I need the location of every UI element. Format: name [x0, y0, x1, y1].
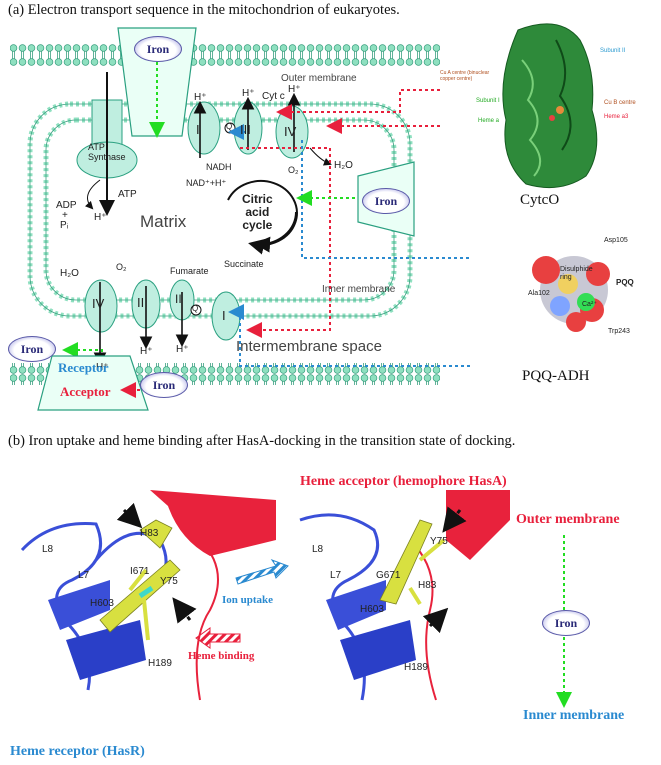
pqq-disulphide: Disulphide ring [560, 266, 593, 281]
pqq-name: PQQ-ADH [522, 368, 590, 384]
right-res-h603: H603 [360, 604, 384, 615]
citric-cycle [227, 180, 298, 255]
acceptor-label: Acceptor [60, 384, 111, 399]
receptor-label: Receptor [58, 360, 109, 375]
blue-dotted-arrows [228, 124, 470, 367]
atp-label: ATP [118, 189, 137, 200]
cytc-label: Cyt c [262, 91, 285, 102]
complex-I-top-label: I [196, 122, 200, 137]
right-res-g671: G671 [376, 570, 401, 581]
complex-IV-bottom [84, 279, 118, 366]
cytco-cub: Cu B centre [604, 100, 636, 106]
structure-right [292, 490, 510, 705]
red-dotted-arrows [240, 89, 440, 338]
left-res-h189: H189 [148, 658, 172, 669]
panel-b-outer-membrane: Outer membrane [516, 512, 620, 527]
right-res-y75: Y75 [430, 536, 448, 547]
h2o-top-label: H₂O [334, 160, 353, 171]
complex-II-bottom-label: II [175, 292, 182, 306]
cytco-structure [502, 23, 598, 189]
nad-label: NAD⁺+H⁺ [186, 178, 227, 188]
pqq-ca: Ca²⁺ [582, 301, 597, 308]
o2-bottom-label: O₂ [116, 262, 127, 272]
outer-membrane-top [10, 44, 440, 66]
q-top-label: Q [226, 122, 233, 131]
structure-left [8, 490, 278, 705]
h2o-bottom-label: H₂O [60, 268, 79, 279]
heme-binding-label: Heme binding [188, 650, 255, 662]
pqq-trp243: Trp243 [608, 328, 630, 335]
complex-IV-bottom-label: IV [92, 296, 105, 311]
left-res-y75: Y75 [160, 576, 178, 587]
matrix-label: Matrix [140, 212, 187, 231]
iron-oval-right: Iron [362, 188, 410, 214]
cytco-name: CytcO [520, 192, 560, 208]
q-bottom-label: Q [192, 304, 199, 313]
hplus-III-bottom: H⁺ [140, 346, 153, 357]
left-res-i671: I671 [130, 566, 150, 577]
complex-II-bottom [169, 279, 202, 348]
atp-synthase-label: ATP Synthase [88, 142, 126, 162]
cytco-heme-a3: Heme a3 [604, 114, 629, 120]
fumarate-label: Fumarate [170, 266, 209, 276]
heme-receptor-label: Heme receptor (HasR) [10, 744, 145, 759]
ion-uptake-label: Ion uptake [222, 594, 274, 606]
atp-synthase [76, 72, 138, 216]
complex-III-top-label: III [240, 122, 251, 137]
iron-oval-top: Iron [134, 36, 182, 62]
cytco-heme-a: Heme a [478, 118, 500, 124]
inner-membrane-label: Inner membrane [322, 284, 396, 295]
complex-I-bottom-label: I [222, 308, 226, 323]
panel-a-title: (a) Electron transport sequence in the m… [8, 2, 400, 18]
pqq-ala102: Ala102 [528, 290, 550, 297]
right-res-h189: H189 [404, 662, 428, 673]
hplus-III: H⁺ [242, 88, 255, 99]
hplus-atp: H⁺ [94, 212, 107, 223]
heme-acceptor-label: Heme acceptor (hemophore HasA) [300, 474, 507, 489]
hplus-II-bottom: H⁺ [176, 344, 189, 355]
heme-binding-arrow [195, 627, 241, 649]
pqq-pqq: PQQ [616, 278, 634, 287]
ion-uptake-arrow [235, 558, 289, 585]
receptor-acceptor-box [37, 355, 149, 411]
pqq-asp105: Asp105 [604, 237, 628, 244]
complex-I-top [187, 100, 221, 158]
citric-cycle-label: Citric acid cycle [242, 192, 273, 232]
o2-top-label: O₂ [288, 165, 299, 175]
left-res-h603: H603 [90, 598, 114, 609]
succinate-label: Succinate [224, 259, 264, 269]
cytco-cua: Cu A centre (binuclear copper centre) [440, 70, 490, 82]
left-res-l7: L7 [78, 570, 90, 581]
complex-IV-top-label: IV [284, 124, 297, 139]
left-res-h83: H83 [140, 528, 159, 539]
pqq-structure [532, 256, 610, 332]
hplus-I: H⁺ [194, 92, 207, 103]
right-res-l8: L8 [312, 544, 324, 555]
complex-III-bottom [131, 279, 161, 350]
cytco-subunit-i: Subunit I [476, 98, 500, 104]
panel-b-iron-oval: Iron [542, 610, 590, 636]
pi-label: Pᵢ [60, 220, 69, 231]
green-dotted-arrows [62, 190, 355, 358]
hplus-IV: H⁺ [288, 84, 301, 95]
adp-label: ADP [56, 200, 77, 211]
right-res-h83: H83 [418, 580, 437, 591]
iron-oval-bottom: Iron [140, 372, 188, 398]
complex-III-bottom-label: III [137, 295, 148, 310]
panel-b-inner-membrane: Inner membrane [523, 708, 625, 723]
iron-oval-left: Iron [8, 336, 56, 362]
complex-I-bottom [211, 291, 241, 341]
outer-membrane-label: Outer membrane [281, 73, 357, 84]
panel-b-title: (b) Iron uptake and heme binding after H… [8, 433, 516, 449]
intermembrane-label: Intermembrane space [236, 338, 382, 355]
left-res-l8: L8 [42, 544, 54, 555]
hplus-IV-bottom: H⁺ [96, 362, 109, 373]
right-res-l7: L7 [330, 570, 342, 581]
cytco-subunit-ii: Subunit II [600, 48, 626, 54]
nadh-label: NADH [206, 162, 232, 172]
plus-label: + [62, 210, 68, 221]
